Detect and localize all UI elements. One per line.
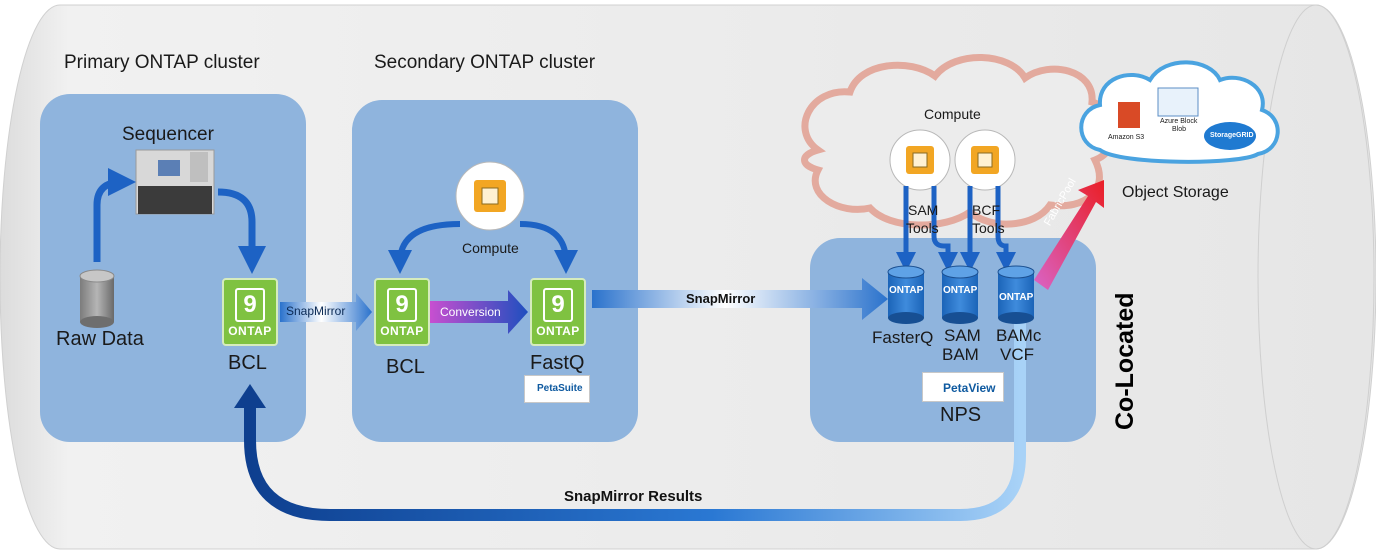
sam-tools-line2: Tools bbox=[906, 220, 939, 236]
azure-label-line2: Blob bbox=[1172, 126, 1187, 133]
secondary-cluster-panel bbox=[352, 100, 638, 442]
primary-cluster-title: Primary ONTAP cluster bbox=[64, 52, 260, 73]
sam-tools-line1: SAM bbox=[908, 202, 939, 218]
sam-bam-label-line1: SAM bbox=[944, 326, 981, 345]
secondary-bcl-label: BCL bbox=[386, 356, 425, 378]
ontap-nine-glyph: 9 bbox=[387, 288, 417, 322]
fasterq-cylinder bbox=[887, 265, 925, 324]
secondary-fastq-ontap-tile: 9 ONTAP bbox=[530, 278, 586, 346]
sequencer-device bbox=[135, 149, 215, 215]
snapmirror-small-label: SnapMirror bbox=[286, 304, 346, 318]
bamc-vcf-cylinder-tag: ONTAP bbox=[999, 292, 1034, 303]
conversion-label: Conversion bbox=[440, 305, 501, 319]
secondary-cluster-title: Secondary ONTAP cluster bbox=[374, 52, 596, 73]
nps-compute-label: Compute bbox=[924, 106, 981, 122]
compute-to-fastq-arrow bbox=[519, 221, 578, 274]
ontap-nine-glyph: 9 bbox=[543, 288, 573, 322]
compute-to-bcl-arrow bbox=[388, 221, 461, 274]
sequencer-label: Sequencer bbox=[122, 124, 214, 145]
secondary-compute-chip bbox=[455, 161, 525, 231]
ontap-nine-glyph: 9 bbox=[235, 288, 265, 322]
snapmirror-results-arrow bbox=[244, 318, 1026, 521]
sequencer-to-bcl-arrow bbox=[217, 188, 266, 274]
sam-bam-cylinder bbox=[941, 265, 979, 324]
ontap-brand-text: ONTAP bbox=[380, 324, 424, 338]
secondary-bcl-ontap-tile: 9 ONTAP bbox=[374, 278, 430, 346]
amazon-s3-label: Amazon S3 bbox=[1108, 134, 1145, 141]
azure-blob-icon bbox=[1157, 87, 1199, 117]
fabricpool-arrow bbox=[1034, 180, 1104, 290]
storagegrid-icon bbox=[1204, 122, 1256, 150]
snapmirror-big-label: SnapMirror bbox=[686, 291, 756, 306]
conversion-arrow bbox=[430, 290, 528, 334]
object-storage-title: Object Storage bbox=[1122, 184, 1229, 201]
petaview-logo: PetaView bbox=[922, 372, 1004, 402]
amazon-s3-icon bbox=[1118, 102, 1140, 128]
bamc-vcf-cylinder bbox=[997, 265, 1035, 324]
raw-to-sequencer-arrow bbox=[93, 168, 136, 262]
cylinder-end-cap bbox=[1257, 4, 1375, 550]
sam-bam-cylinder-tag: ONTAP bbox=[943, 285, 978, 296]
ontap-brand-text: ONTAP bbox=[536, 324, 580, 338]
nps-compute-chip-bcf bbox=[954, 129, 1016, 191]
nps-compute-chip-sam bbox=[889, 129, 951, 191]
petaview-logo-text: PetaView bbox=[943, 381, 996, 395]
secondary-compute-label: Compute bbox=[462, 240, 519, 256]
fasterq-cylinder-tag: ONTAP bbox=[889, 285, 924, 296]
raw-data-label: Raw Data bbox=[56, 328, 144, 350]
bcf-tools-line1: BCF bbox=[972, 202, 1000, 218]
raw-data-cylinder bbox=[79, 269, 115, 328]
snapmirror-results-label: SnapMirror Results bbox=[564, 488, 703, 505]
azure-label-line1: Azure Block bbox=[1160, 118, 1198, 125]
petasuite-logo: PetaSuite bbox=[524, 375, 590, 403]
nps-label: NPS bbox=[940, 404, 982, 426]
fasterq-label: FasterQ bbox=[872, 328, 934, 347]
bamc-vcf-label-line2: VCF bbox=[1000, 345, 1034, 364]
snapmirror-big-arrow bbox=[592, 278, 888, 320]
bamc-vcf-label-line1: BAMc bbox=[996, 326, 1042, 345]
primary-ontap-tile: 9 ONTAP bbox=[222, 278, 278, 346]
bcf-tools-line2: Tools bbox=[972, 220, 1005, 236]
storagegrid-label: StorageGRID bbox=[1210, 132, 1254, 139]
primary-bcl-label: BCL bbox=[228, 352, 267, 374]
snapmirror-small-arrow bbox=[280, 293, 372, 331]
bcf-tools-arrow-right bbox=[995, 186, 1016, 272]
snapmirror-results-arrowhead bbox=[234, 384, 266, 408]
petasuite-logo-text: PetaSuite bbox=[537, 383, 583, 394]
ontap-brand-text: ONTAP bbox=[228, 324, 272, 338]
primary-cluster-panel bbox=[40, 94, 306, 442]
sam-bam-label-line2: BAM bbox=[942, 345, 979, 364]
sam-tools-arrow-right bbox=[931, 186, 958, 272]
co-located-label: Co-Located bbox=[1111, 292, 1139, 431]
fastq-label: FastQ bbox=[530, 352, 585, 374]
